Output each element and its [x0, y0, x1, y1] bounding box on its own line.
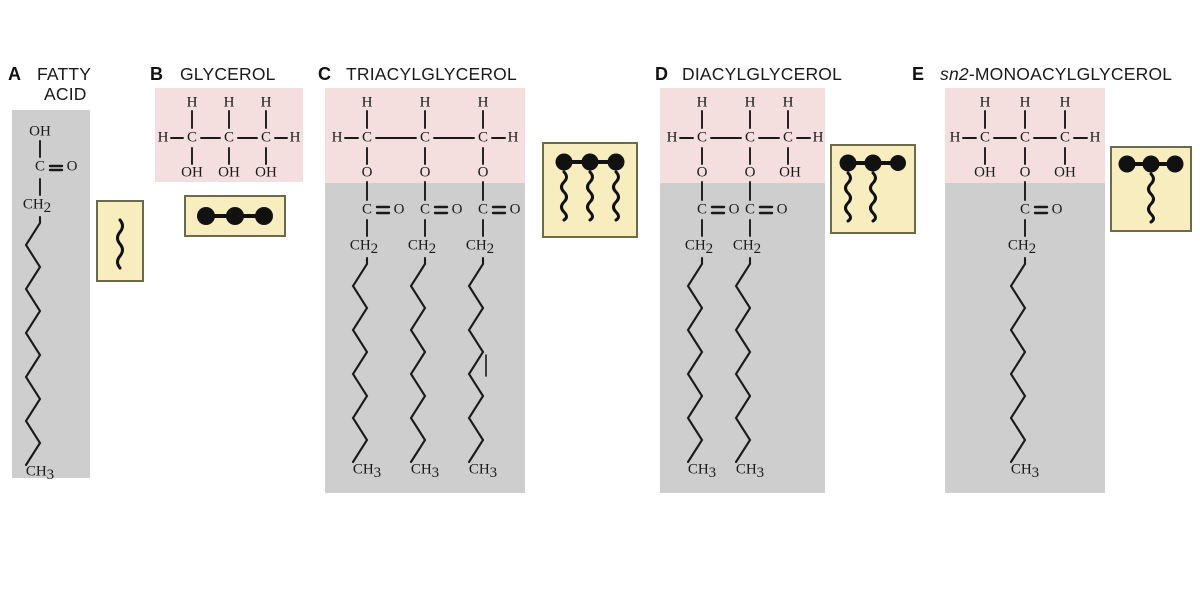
- symbol-box-triacylglycerol[interactable]: [542, 142, 638, 238]
- symbol-dot-1-icon: [1118, 155, 1136, 173]
- panel-title-d: DIACYLGLYCEROL: [682, 64, 843, 84]
- symbol-box-glycerol[interactable]: [184, 195, 286, 237]
- symbol-tail-icon: [116, 218, 124, 270]
- glycerol-region-b: [155, 88, 303, 182]
- panel-title-a-line1: FATTY: [37, 64, 92, 84]
- panel-letter-a: A: [8, 64, 21, 84]
- panel-letter-e: E: [912, 64, 925, 84]
- panel-title-b: GLYCEROL: [180, 64, 276, 84]
- glycerol-region-c: [325, 88, 525, 183]
- acyl-region-d: [660, 183, 825, 493]
- symbol-dot-1-icon: [839, 154, 857, 172]
- symbol-dot-3-icon: [890, 155, 906, 171]
- symbol-tail-3-icon: [612, 170, 620, 222]
- panel-letter-b: B: [150, 64, 163, 84]
- panel-title-e-prefix: sn2: [940, 64, 969, 84]
- panel-title-a-line2: ACID: [44, 84, 87, 104]
- glycerol-region-d: [660, 88, 825, 183]
- symbol-dot-3-icon: [1166, 155, 1184, 173]
- symbol-tail-1-icon: [844, 171, 852, 223]
- symbol-box-monoacylglycerol[interactable]: [1110, 146, 1192, 232]
- symbol-dot-2-icon: [226, 207, 244, 225]
- symbol-dot-1-icon: [555, 153, 573, 171]
- panel-title-c: TRIACYLGLYCEROL: [346, 64, 517, 84]
- glycerol-region-e: [945, 88, 1105, 183]
- acyl-region-e: [945, 183, 1105, 493]
- acyl-region-c: [325, 183, 525, 493]
- symbol-dot-3-icon: [607, 153, 625, 171]
- symbol-dot-3-icon: [255, 207, 273, 225]
- panel-title-e-main: MONOACYLGLYCEROL: [974, 64, 1173, 84]
- symbol-box-diacylglycerol[interactable]: [830, 144, 916, 234]
- symbol-tail-2-icon: [586, 170, 594, 222]
- symbol-tail-2-icon: [869, 171, 877, 223]
- symbol-dot-2-icon: [1142, 155, 1160, 173]
- symbol-dot-1-icon: [197, 207, 215, 225]
- panel-letter-c: C: [318, 64, 331, 84]
- symbol-box-fatty-acid[interactable]: [96, 200, 144, 282]
- symbol-tail-1-icon: [560, 170, 568, 222]
- symbol-dot-2-icon: [864, 154, 882, 172]
- panel-title-e: sn2-MONOACYLGLYCEROL: [940, 64, 1172, 84]
- acyl-region-a: [12, 110, 90, 478]
- panel-title-e-separator: -: [968, 64, 975, 84]
- symbol-tail-1-icon: [1147, 172, 1155, 224]
- symbol-dot-2-icon: [581, 153, 599, 171]
- panel-letter-d: D: [655, 64, 668, 84]
